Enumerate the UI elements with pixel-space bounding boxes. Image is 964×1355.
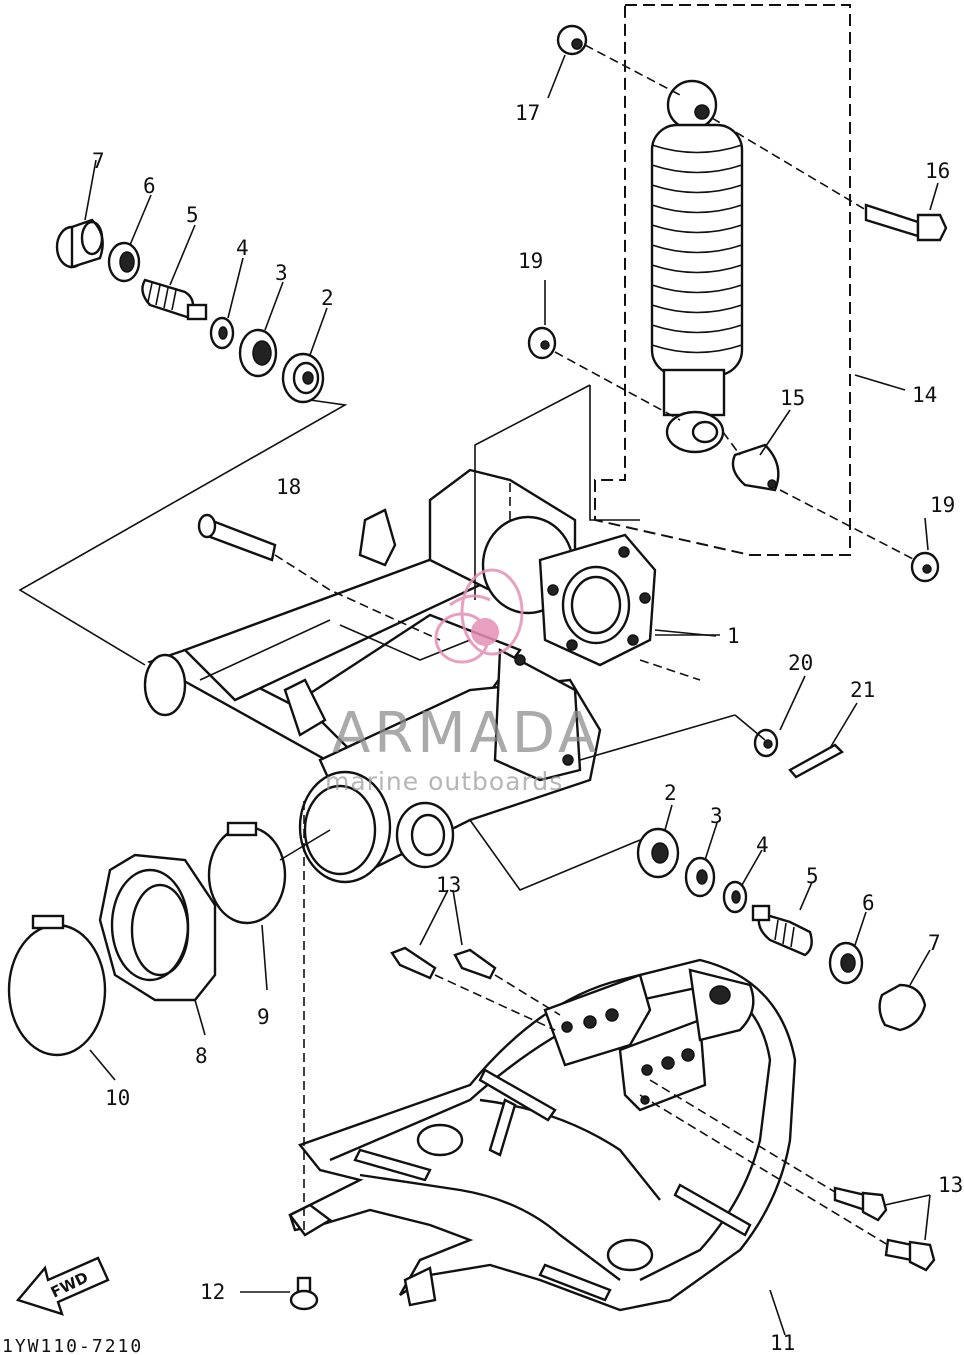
callout-7-left: 7 <box>92 149 105 173</box>
nut-6-right <box>828 941 864 985</box>
left-pivot-stack <box>18 159 348 666</box>
washer-4-right <box>722 880 748 914</box>
collar-15 <box>722 431 916 561</box>
callout-19-lower: 19 <box>930 493 955 517</box>
washer-19-upper <box>527 326 681 421</box>
callout-7-right: 7 <box>928 931 941 955</box>
callout-13-upper: 13 <box>436 873 461 897</box>
watermark-subtitle: marine outboards <box>325 767 563 796</box>
callout-5-right: 5 <box>806 864 819 888</box>
callout-19-upper: 19 <box>518 249 543 273</box>
washer-4-left <box>209 316 235 350</box>
callout-4-left: 4 <box>236 236 249 260</box>
bolts-13-lower <box>639 1079 936 1272</box>
callout-12: 12 <box>200 1280 225 1304</box>
seal-3-left <box>238 328 278 378</box>
pivot-bolt-18 <box>197 513 441 641</box>
callout-4-right: 4 <box>756 833 769 857</box>
nut-6-left <box>107 241 141 283</box>
callout-1: 1 <box>727 624 740 648</box>
callout-9: 9 <box>257 1005 270 1029</box>
callout-18: 18 <box>276 475 301 499</box>
boot-8 <box>98 853 217 1036</box>
clamp-9 <box>207 821 331 991</box>
diagram-code: 1YW110-7210 <box>2 1336 143 1355</box>
shock-leader-lines <box>544 54 939 637</box>
callout-14: 14 <box>912 383 937 407</box>
bearing-2-left <box>281 352 325 404</box>
armada-watermark: ARMADA marine outboards <box>325 568 600 796</box>
pivot-shaft-5-right <box>751 904 813 957</box>
fwd-arrow-icon: FWD <box>15 1256 110 1316</box>
callout-8: 8 <box>195 1044 208 1068</box>
pivot-shaft-5-left <box>141 278 208 321</box>
callout-20: 20 <box>788 651 813 675</box>
rear-shock-absorber <box>594 4 851 556</box>
bearing-2-right <box>636 827 680 879</box>
callout-6-left: 6 <box>143 174 156 198</box>
callout-10: 10 <box>105 1086 130 1110</box>
callout-3-right: 3 <box>710 804 723 828</box>
callout-labels: 7 6 5 4 3 2 17 16 19 15 14 19 18 1 20 21… <box>92 101 963 1355</box>
cotter-pin-21 <box>734 702 858 779</box>
callout-5-left: 5 <box>186 203 199 227</box>
bolts-13-upper <box>390 889 561 1031</box>
watermark-logo-icon <box>434 568 524 664</box>
seal-3-right <box>684 856 716 898</box>
callout-6-right: 6 <box>862 891 875 915</box>
callout-16: 16 <box>925 159 950 183</box>
callout-17: 17 <box>515 101 540 125</box>
callout-3-left: 3 <box>275 261 288 285</box>
cap-7-right <box>878 983 927 1032</box>
callout-15: 15 <box>780 386 805 410</box>
watermark-title: ARMADA <box>332 701 600 766</box>
guard-11 <box>288 958 797 1336</box>
right-pivot-stack <box>636 804 931 1032</box>
swingarm-leader-lines <box>469 384 736 891</box>
cap-7-left <box>55 218 104 269</box>
callout-2-right: 2 <box>664 781 677 805</box>
bolt-16 <box>711 117 948 242</box>
washer-19-lower <box>910 551 940 583</box>
callout-11: 11 <box>770 1331 795 1355</box>
callout-2-left: 2 <box>321 286 334 310</box>
callout-13-lower: 13 <box>938 1173 963 1197</box>
washer-20 <box>753 675 806 758</box>
clamp-10 <box>7 914 116 1081</box>
swingarm-1 <box>143 468 701 884</box>
screw-12 <box>240 800 319 1311</box>
nut-17 <box>556 24 681 96</box>
callout-21: 21 <box>850 678 875 702</box>
